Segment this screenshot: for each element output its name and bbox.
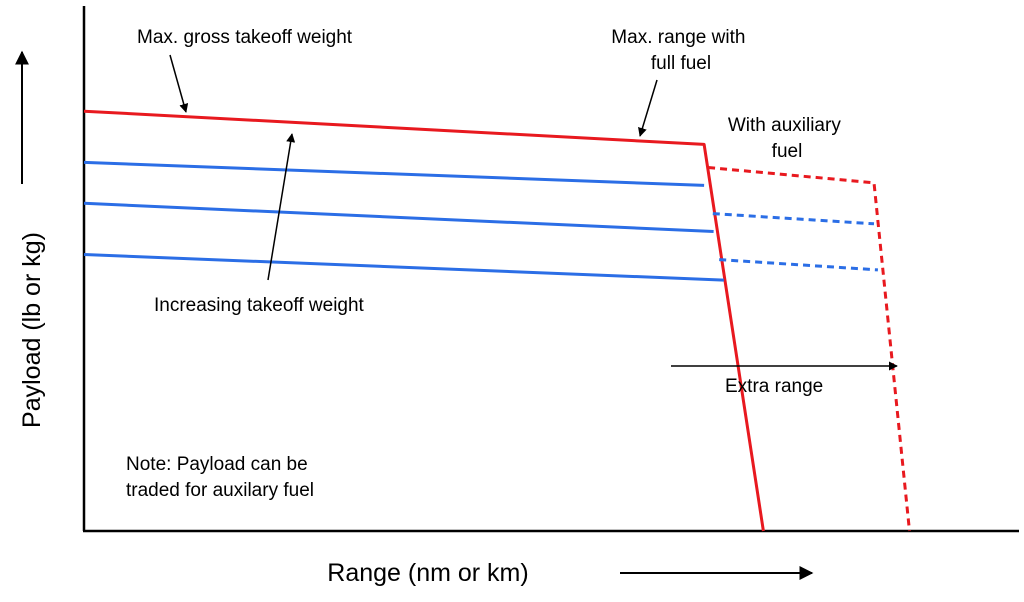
y-axis-title: Payload (lb or kg): [18, 232, 46, 428]
series-layer: [83, 109, 911, 532]
increasing-weight-arrow: [267, 133, 296, 281]
series-line-dashed-blue-7: [719, 258, 878, 272]
max-gross-arrow: [169, 54, 189, 113]
series-line-dashed-red-5: [707, 166, 911, 532]
note-label: Note: Payload can be traded for auxilary…: [126, 454, 314, 501]
max-range-arrow: [638, 79, 658, 137]
aux-fuel-label: With auxiliary fuel: [728, 115, 846, 162]
extra-range-label: Extra range: [725, 376, 823, 397]
max-gross-label: Max. gross takeoff weight: [137, 27, 353, 48]
x-axis-title: Range (nm or km): [327, 559, 528, 587]
series-line-solid-blue-3: [83, 201, 714, 233]
series-line-dashed-blue-6: [712, 212, 875, 226]
series-line-solid-blue-4: [83, 253, 724, 282]
series-line-solid-red-1: [83, 109, 765, 532]
max-range-label: Max. range with full fuel: [611, 27, 750, 74]
series-line-solid-blue-2: [83, 160, 705, 187]
increasing-weight-label: Increasing takeoff weight: [154, 295, 365, 316]
